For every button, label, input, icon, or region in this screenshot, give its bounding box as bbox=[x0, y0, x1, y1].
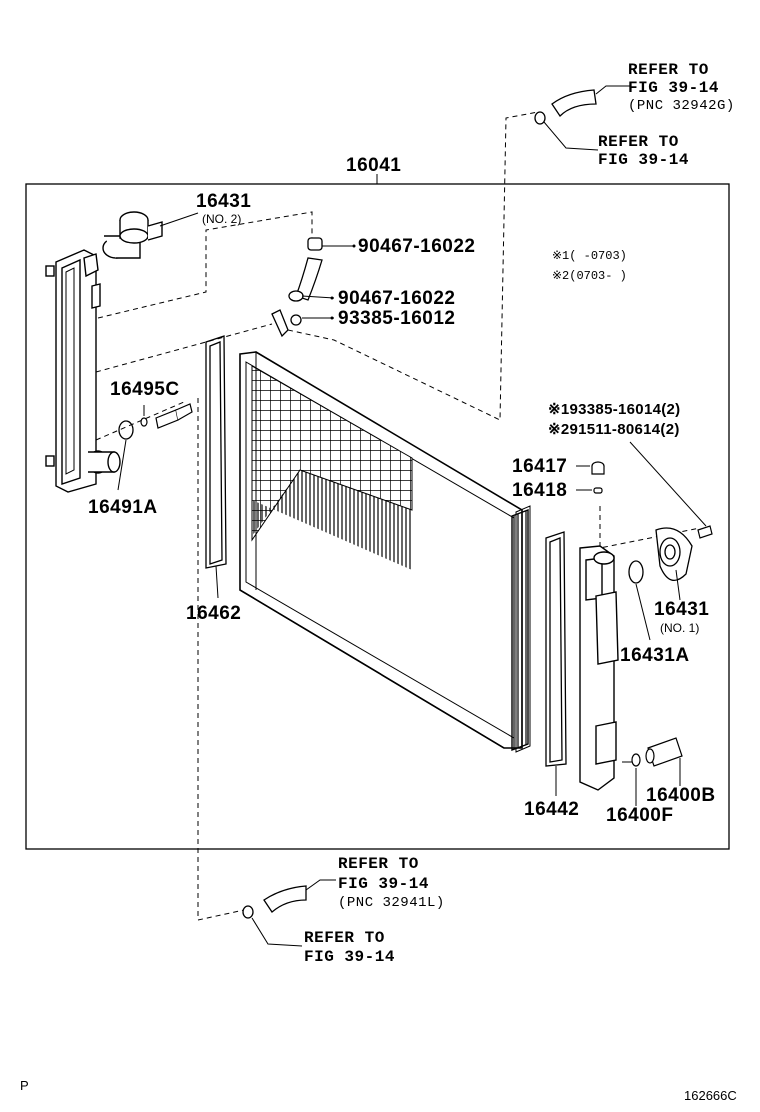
drain-cock bbox=[631, 737, 683, 767]
ref-top-lower-line1: REFER TO bbox=[598, 133, 679, 151]
upper-hose-assembly bbox=[271, 237, 323, 338]
lower-radiator-hose bbox=[242, 885, 307, 919]
ref-top-lower-line2: FIG 39-14 bbox=[598, 151, 689, 169]
note-bolt-2: ※291511-80614(2) bbox=[548, 421, 680, 438]
upper-radiator-hose bbox=[534, 89, 597, 125]
part-16400f-label: 16400F bbox=[606, 805, 674, 826]
ref-top-upper-line3: (PNC 32942G) bbox=[628, 98, 735, 114]
part-16431-no1-label: 16431 bbox=[654, 599, 710, 620]
part-93385-16012-label: 93385-16012 bbox=[338, 308, 456, 329]
part-16495c-label: 16495C bbox=[110, 379, 180, 400]
ref-top-upper-line2: FIG 39-14 bbox=[628, 79, 719, 97]
illustration-code: 162666C bbox=[684, 1088, 737, 1103]
part-16431-no2-note: (NO. 2) bbox=[202, 212, 242, 226]
right-tank bbox=[579, 545, 619, 791]
part-16417-label: 16417 bbox=[512, 456, 568, 477]
note-date-2: ※2(0703- ) bbox=[552, 269, 627, 283]
ref-bottom-lower-line1: REFER TO bbox=[304, 929, 385, 947]
cap-16417 bbox=[591, 461, 605, 475]
note-date-1: ※1( -0703) bbox=[552, 249, 627, 263]
radiator-core bbox=[239, 351, 531, 753]
dashed-leaders bbox=[95, 111, 701, 921]
part-16041-label: 16041 bbox=[346, 155, 402, 176]
part-16431-no1-note: (NO. 1) bbox=[660, 621, 700, 635]
part-16418-label: 16418 bbox=[512, 480, 568, 501]
part-90467-16022-a-label: 90467-16022 bbox=[358, 236, 476, 257]
bolt-icon bbox=[697, 525, 713, 539]
part-16431a-label: 16431A bbox=[620, 645, 690, 666]
drain-plug bbox=[140, 403, 193, 429]
note-bolt-1: ※193385-16014(2) bbox=[548, 401, 681, 418]
ref-bottom-lower-line2: FIG 39-14 bbox=[304, 948, 395, 966]
ref-top-upper-line1: REFER TO bbox=[628, 61, 709, 79]
page-code-left: P bbox=[20, 1078, 29, 1093]
part-90467-16022-b-label: 90467-16022 bbox=[338, 288, 456, 309]
left-tank bbox=[45, 249, 121, 493]
gasket-16418 bbox=[593, 487, 603, 494]
o-ring-16431a bbox=[628, 560, 644, 584]
part-16431-no2-label: 16431 bbox=[196, 191, 252, 212]
ref-bottom-upper-line3: (PNC 32941L) bbox=[338, 895, 445, 911]
ref-bottom-upper-line2: FIG 39-14 bbox=[338, 875, 429, 893]
ref-bottom-upper-line1: REFER TO bbox=[338, 855, 419, 873]
radiator-cap-no2 bbox=[102, 211, 163, 259]
filler-neck-no1 bbox=[655, 527, 693, 582]
o-ring-16491a bbox=[118, 420, 134, 440]
part-16491a-label: 16491A bbox=[88, 497, 158, 518]
part-16442-label: 16442 bbox=[524, 799, 580, 820]
part-16400b-label: 16400B bbox=[646, 785, 716, 806]
gasket-16442 bbox=[545, 531, 567, 767]
gasket-16462 bbox=[205, 335, 227, 569]
part-16462-label: 16462 bbox=[186, 603, 242, 624]
